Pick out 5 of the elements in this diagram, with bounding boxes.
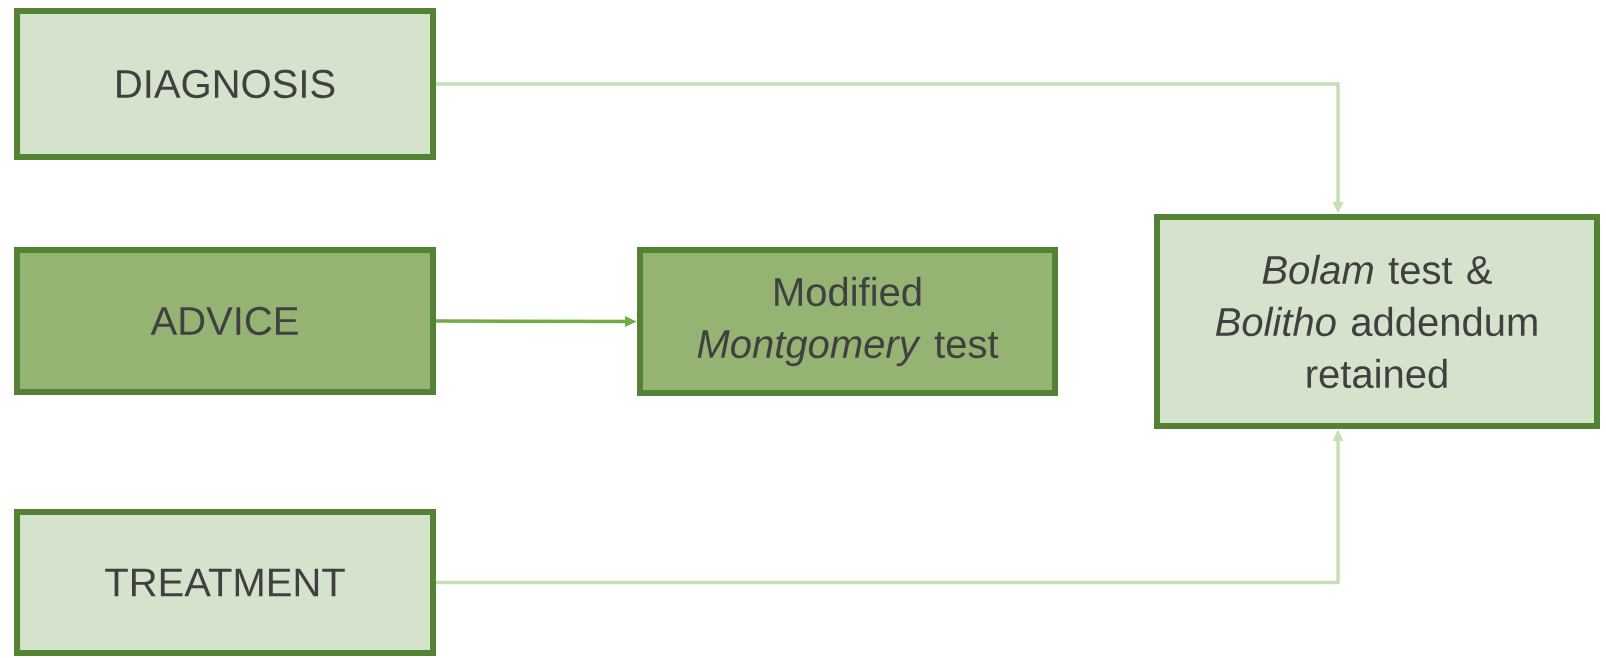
process-box: ADVICE bbox=[14, 247, 436, 395]
process-box: TREATMENT bbox=[14, 509, 436, 656]
process-box: Bolam test & Bolitho addendum retained bbox=[1154, 214, 1600, 429]
process-box: Modified Montgomery test bbox=[637, 247, 1058, 396]
process-box: DIAGNOSIS bbox=[14, 8, 436, 160]
